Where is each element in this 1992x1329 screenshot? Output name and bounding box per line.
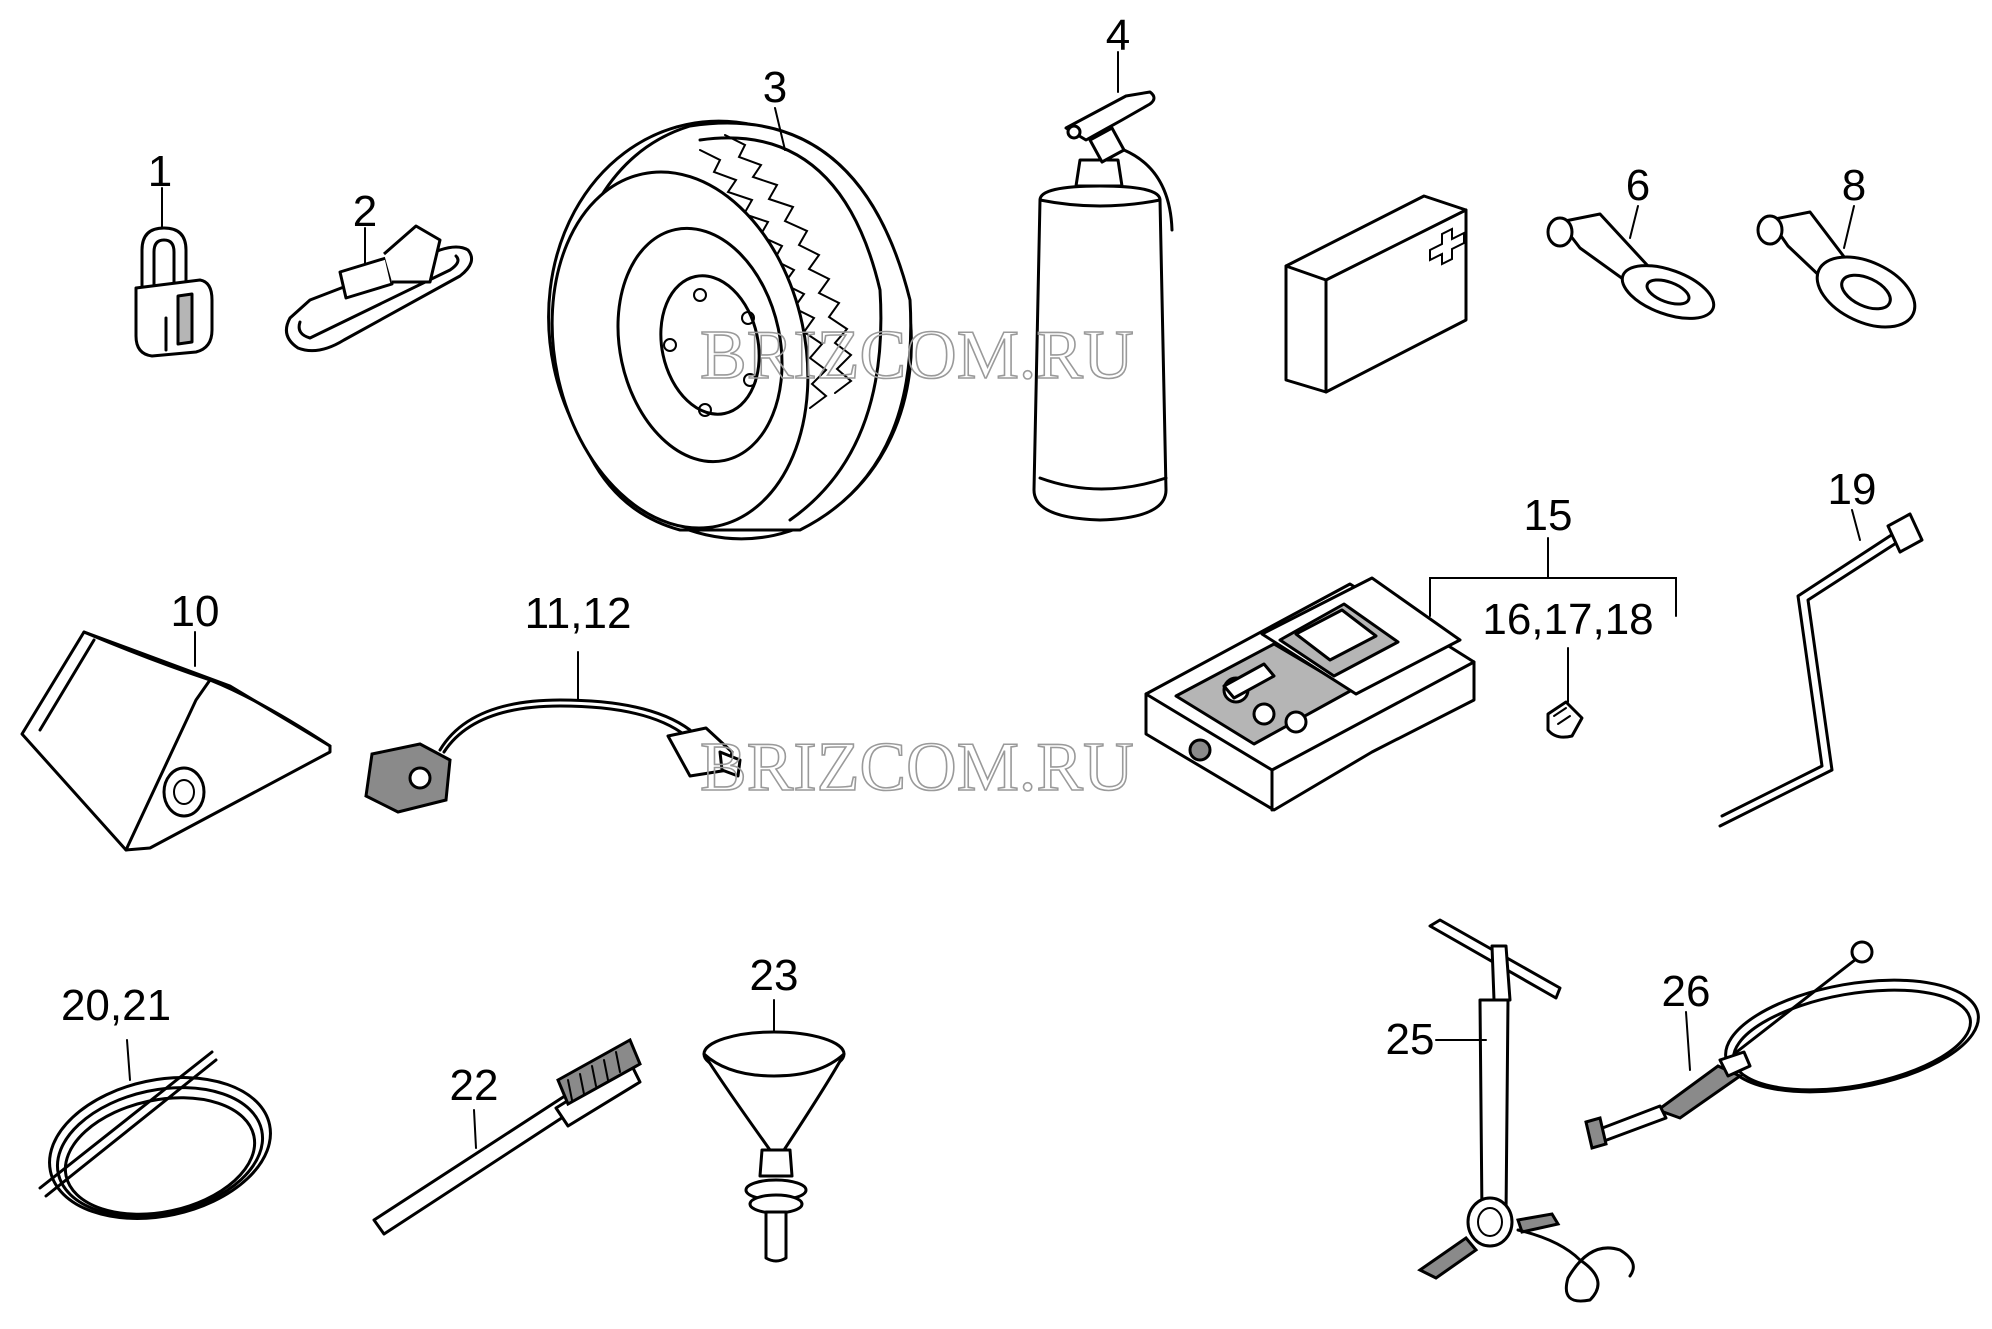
label-part-26: 26	[1662, 967, 1711, 1016]
coiled-tube-part	[38, 1050, 272, 1220]
floor-pump-part	[1417, 918, 1635, 1303]
watermark-middle: BRIZCOM.RU	[700, 729, 1134, 806]
label-part-16-17-18: 16,17,18	[1482, 595, 1653, 644]
label-part-15: 15	[1524, 491, 1573, 540]
air-hose-part	[1584, 940, 1980, 1150]
label-part-11-12: 11,12	[525, 589, 632, 638]
label-part-4: 4	[1106, 11, 1130, 60]
label-part-2: 2	[353, 187, 377, 236]
fire-extinguisher-part	[1032, 90, 1174, 522]
watermark-top: BRIZCOM.RU	[700, 317, 1134, 394]
padlock-part	[134, 226, 214, 358]
label-part-10: 10	[171, 587, 220, 636]
label-part-6: 6	[1626, 161, 1650, 210]
label-part-22: 22	[450, 1061, 499, 1110]
tool-case-part	[1144, 576, 1476, 812]
label-part-19: 19	[1828, 465, 1877, 514]
brush-part	[372, 1037, 642, 1236]
strap-part	[284, 224, 474, 353]
sensor-cable-part	[364, 698, 742, 814]
label-part-23: 23	[750, 951, 799, 1000]
funnel-part	[702, 1030, 846, 1263]
first-aid-kit-part	[1284, 194, 1468, 394]
bulb-part	[1546, 700, 1584, 739]
spare-wheel-part	[547, 119, 913, 541]
label-part-25: 25	[1386, 1015, 1435, 1064]
label-part-20-21: 20,21	[61, 981, 171, 1030]
label-part-8: 8	[1842, 161, 1866, 210]
tow-pin-part	[1546, 212, 1716, 320]
label-part-1: 1	[148, 147, 172, 196]
tow-eye-part	[1756, 210, 1917, 329]
wheel-chock-part	[20, 630, 332, 852]
label-part-3: 3	[763, 63, 787, 112]
wheel-brace-part	[1718, 512, 1924, 828]
